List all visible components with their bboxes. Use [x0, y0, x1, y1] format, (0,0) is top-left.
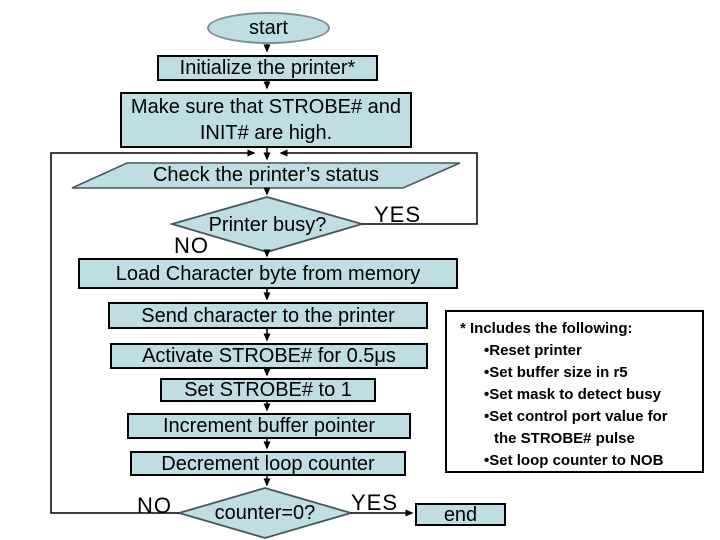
node-activate-strobe: Activate STROBE# for 0.5μs: [110, 343, 428, 369]
loop-yes-busy: [279, 149, 478, 225]
footnote-item: •Set loop counter to NOB: [484, 452, 664, 469]
footnote-item: •Set mask to detect busy: [484, 386, 661, 403]
counter-zero-label: counter=0?: [214, 502, 316, 524]
decrement-label: Decrement loop counter: [161, 452, 375, 475]
initialize-printer-label: Initialize the printer*: [179, 57, 356, 79]
footnote-item: •Reset printer: [484, 342, 582, 359]
activate-strobe-label: Activate STROBE# for 0.5μs: [142, 345, 396, 367]
end-label: end: [443, 503, 478, 526]
start-label: start: [249, 17, 288, 39]
set-strobe-label: Set STROBE# to 1: [184, 379, 352, 401]
node-initialize-printer: Initialize the printer*: [157, 55, 378, 81]
make-sure-label: Make sure that STROBE# and INIT# are hig…: [130, 96, 402, 144]
node-make-sure-strobe-init: Make sure that STROBE# and INIT# are hig…: [120, 92, 412, 148]
footnote-title: * Includes the following:: [460, 320, 633, 337]
edge-label-counter-yes: YES: [351, 490, 399, 515]
flow-arrows: [50, 44, 478, 517]
node-start: start: [207, 12, 330, 44]
node-send-character: Send character to the printer: [108, 302, 428, 329]
node-counter-zero: counter=0?: [195, 501, 335, 525]
node-check-printer-status: Check the printer’s status: [110, 161, 422, 188]
node-increment-buffer-pointer: Increment buffer pointer: [127, 413, 411, 439]
edge-label-busy-yes: YES: [374, 202, 422, 227]
footnote-box: * Includes the following: •Reset printer…: [445, 310, 704, 473]
node-printer-busy: Printer busy?: [190, 212, 345, 238]
node-decrement-loop-counter: Decrement loop counter: [130, 451, 406, 476]
footnote-item: •Set control port value for the STROBE# …: [484, 408, 668, 447]
counter-zero-diamond: [175, 487, 355, 539]
load-character-label: Load Character byte from memory: [115, 262, 421, 285]
footnote-item: •Set buffer size in r5: [484, 364, 628, 381]
node-load-character-byte: Load Character byte from memory: [78, 258, 458, 289]
edge-label-counter-no: NO: [137, 493, 172, 518]
edge-label-busy-no: NO: [174, 233, 209, 258]
node-set-strobe: Set STROBE# to 1: [160, 378, 376, 402]
send-character-label: Send character to the printer: [141, 304, 395, 327]
check-status-parallelogram: [71, 162, 461, 189]
printer-busy-label: Printer busy?: [208, 214, 327, 236]
increment-label: Increment buffer pointer: [163, 415, 375, 437]
node-end: end: [415, 503, 506, 526]
loop-no-counter: [50, 149, 256, 514]
check-status-label: Check the printer’s status: [152, 163, 380, 186]
